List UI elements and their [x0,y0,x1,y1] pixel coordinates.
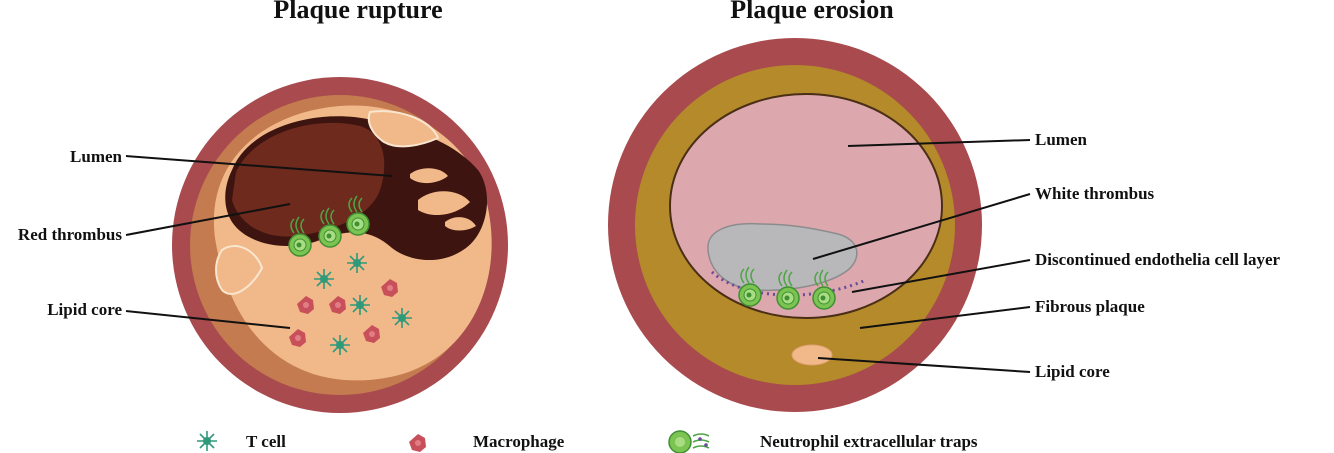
t-cell [313,268,335,290]
leader-lumen-right [847,139,1031,147]
t-cell [329,334,351,356]
leader-fibrous-plaque [859,306,1031,329]
leader-lumen-left [125,155,393,177]
endothelial-layer [710,270,867,297]
legend-label-t-cell: T cell [246,432,286,451]
leader-white-thrombus [812,193,1031,260]
title-plaque-rupture: Plaque rupture [273,0,442,24]
label-endothelial-layer: Discontinued endothelia cell layer [1035,250,1281,269]
lipid-core-right [791,344,833,366]
label-lipid-core-right: Lipid core [1035,362,1110,381]
leader-red-thrombus [125,203,291,236]
legend-label-net: Neutrophil extracellular traps [760,432,978,451]
t-cell [391,307,413,329]
t-cell [346,252,368,274]
label-lumen-right: Lumen [1035,130,1088,149]
leader-lipid-core-right [817,357,1031,373]
plaque-erosion-vessel [608,38,982,412]
plaque-fragment [367,110,440,148]
plaque-fragment [215,245,264,295]
label-fibrous-plaque: Fibrous plaque [1035,297,1145,316]
plaque-fragment [410,168,448,184]
net-icon [668,430,710,453]
t-cell [349,294,371,316]
plaque-rupture-vessel [172,77,508,413]
label-lipid-core-left: Lipid core [47,300,122,319]
t-cell-icon [196,430,218,452]
label-red-thrombus: Red thrombus [18,225,122,244]
legend-label-macrophage: Macrophage [473,432,565,451]
label-white-thrombus: White thrombus [1035,184,1155,203]
label-lumen-left: Lumen [70,147,123,166]
plaque-fragment [445,217,476,231]
leader-lipid-core-left [125,310,291,329]
macrophage-icon [409,434,426,452]
title-plaque-erosion: Plaque erosion [730,0,894,24]
legend: T cell Macrophage Neutrophil extracellul… [196,430,978,453]
plaque-fragment [418,191,470,216]
leader-endothelial-layer [851,259,1031,293]
